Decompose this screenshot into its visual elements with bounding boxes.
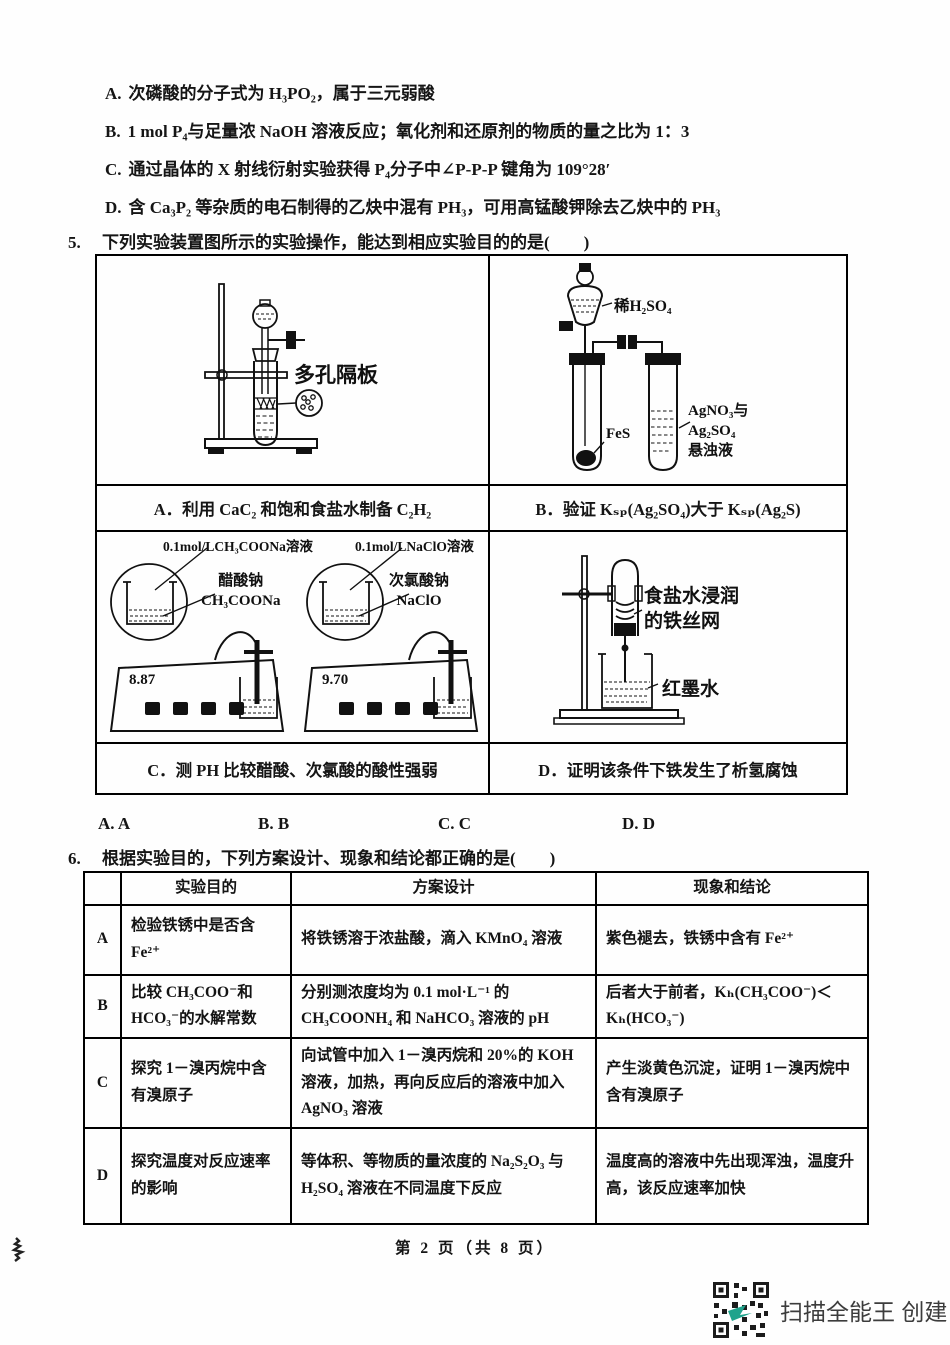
red-ink-label: 红墨水 xyxy=(662,679,720,700)
ph-meters-icon xyxy=(97,532,490,744)
option-text: 通过晶体的 X 射线衍射实验获得 P₄分子中∠P-P-P 键角为 109°28′ xyxy=(128,160,611,179)
gas-generator-icon xyxy=(490,256,846,486)
q5-stem: 5. 下列实验装置图所示的实验操作，能达到相应实验目的的是( ) xyxy=(68,228,589,253)
row-conclusion: 后者大于前者，Kₕ(CH₃COO⁻)＜Kₕ(HCO₃⁻) xyxy=(595,973,869,1039)
table-row: B 比较 CH₃COO⁻和 HCO₃⁻的水解常数 分别测浓度均为 0.1 mol… xyxy=(83,973,869,1039)
option-text: 含 Ca₃P₂ 等杂质的电石制得的乙炔中混有 PH₃，可用高锰酸钾除去乙炔中的 … xyxy=(128,198,721,217)
row-key: B xyxy=(83,973,122,1039)
apparatus-b-caption: B．验证 Kₛₚ(Ag₂SO₄)大于 Kₛₚ(Ag₂S) xyxy=(490,486,846,532)
apparatus-d-diagram: 食盐水浸润 的铁丝网 红墨水 xyxy=(490,532,846,744)
question-number: 5. xyxy=(68,233,81,252)
answer-choice-d: D. D xyxy=(622,814,656,833)
iron-mesh-label: 食盐水浸润 的铁丝网 xyxy=(644,586,740,633)
apparatus-c-diagram: 0.1mol/LCH₃COONa溶液 0.1mol/LNaClO溶液 醋酸钠 C… xyxy=(97,532,490,744)
apparatus-a-diagram: 多孔隔板 xyxy=(97,256,490,486)
apparatus-d-caption: D．证明该条件下铁发生了析氢腐蚀 xyxy=(490,744,846,793)
fes-label: FeS xyxy=(606,426,631,442)
table-row: C 探究 1－溴丙烷中含有溴原子 向试管中加入 1－溴丙烷和 20%的 KOH … xyxy=(83,1036,869,1129)
design-table: 实验目的 方案设计 现象和结论 A 检验铁锈中是否含 Fe²⁺ 将铁锈溶于浓盐酸… xyxy=(83,871,869,1225)
caption-text: D．证明该条件下铁发生了析氢腐蚀 xyxy=(538,760,798,780)
row-design: 分别测浓度均为 0.1 mol·L⁻¹ 的 CH₃COONH₄ 和 NaHCO₃… xyxy=(290,973,597,1039)
option-letter: C. xyxy=(105,160,122,179)
row-key: A xyxy=(83,903,122,976)
question-text: 根据实验目的，下列方案设计、现象和结论都正确的是( ) xyxy=(102,849,556,868)
row-key: D xyxy=(83,1126,122,1225)
sodium-acetate-label: 醋酸钠 CH₃COONa xyxy=(201,573,281,609)
q6-stem: 6. 根据实验目的，下列方案设计、现象和结论都正确的是( ) xyxy=(68,844,555,869)
option-letter: D. xyxy=(105,198,122,217)
acetate-solution-label: 0.1mol/LCH₃COONa溶液 xyxy=(163,539,313,554)
apparatus-b-diagram: 稀H₂SO₄ FeS AgNO₃与 Ag₂SO₄ 悬浊液 xyxy=(490,256,846,486)
header-purpose: 实验目的 xyxy=(120,871,292,906)
answer-choice-c: C. C xyxy=(438,814,472,833)
row-key: C xyxy=(83,1036,122,1129)
test-tube-stand-icon xyxy=(97,256,490,486)
apparatus-c-caption: C．测 PH 比较醋酸、次氯酸的酸性强弱 xyxy=(97,744,490,793)
option-letter: B. xyxy=(105,122,121,141)
apparatus-a-caption: A．利用 CaC₂ 和饱和食盐水制备 C₂H₂ xyxy=(97,486,490,532)
q4-option-c: C. 通过晶体的 X 射线衍射实验获得 P₄分子中∠P-P-P 键角为 109°2… xyxy=(105,155,610,180)
option-text: 1 mol P₄与足量浓 NaOH 溶液反应；氧化剂和还原剂的物质的量之比为 1… xyxy=(127,122,690,141)
ph-reading-left: 8.87 xyxy=(129,672,156,688)
scanner-watermark-text: 扫描全能王 创建 xyxy=(780,1299,948,1325)
page-footer: 第 2 页（共 8 页） xyxy=(394,1240,555,1257)
suspension-label: AgNO₃与 Ag₂SO₄ 悬浊液 xyxy=(688,403,749,459)
apparatus-table: 多孔隔板 xyxy=(95,254,848,795)
header-design: 方案设计 xyxy=(290,871,597,906)
row-conclusion: 紫色褪去，铁锈中含有 Fe²⁺ xyxy=(595,903,869,976)
q4-option-d: D. 含 Ca₃P₂ 等杂质的电石制得的乙炔中混有 PH₃，可用高锰酸钾除去乙炔中… xyxy=(105,193,720,218)
table-row: D 探究温度对反应速率的影响 等体积、等物质的量浓度的 Na₂S₂O₃ 与 H₂… xyxy=(83,1126,869,1225)
option-text: 次磷酸的分子式为 H₃PO₂，属于三元弱酸 xyxy=(128,84,435,103)
row-purpose: 探究 1－溴丙烷中含有溴原子 xyxy=(120,1036,292,1129)
question-number: 6. xyxy=(68,849,81,868)
caption-text: B．验证 Kₛₚ(Ag₂SO₄)大于 Kₛₚ(Ag₂S) xyxy=(535,500,801,519)
row-design: 等体积、等物质的量浓度的 Na₂S₂O₃ 与 H₂SO₄ 溶液在不同温度下反应 xyxy=(290,1126,597,1225)
row-purpose: 检验铁锈中是否含 Fe²⁺ xyxy=(120,903,292,976)
qr-code-icon xyxy=(712,1281,770,1339)
edge-artifact xyxy=(10,1237,26,1263)
answer-choice-a: A. A xyxy=(98,814,131,833)
sodium-hypochlorite-label: 次氯酸钠 NaClO xyxy=(389,573,450,609)
caption-text: A．利用 CaC₂ 和饱和食盐水制备 C₂H₂ xyxy=(153,500,432,519)
row-design: 向试管中加入 1－溴丙烷和 20%的 KOH 溶液，加热，再向反应后的溶液中加入… xyxy=(290,1036,597,1129)
row-design: 将铁锈溶于浓盐酸，滴入 KMnO₄ 溶液 xyxy=(290,903,597,976)
iron-corrosion-icon xyxy=(490,532,846,744)
dilute-acid-label: 稀H₂SO₄ xyxy=(614,298,672,315)
question-text: 下列实验装置图所示的实验操作，能达到相应实验目的的是( ) xyxy=(102,233,590,252)
table-header-row: 实验目的 方案设计 现象和结论 xyxy=(83,871,869,906)
porous-plate-label: 多孔隔板 xyxy=(294,363,378,387)
row-purpose: 比较 CH₃COO⁻和 HCO₃⁻的水解常数 xyxy=(120,973,292,1039)
header-empty xyxy=(83,871,122,906)
caption-text: C．测 PH 比较醋酸、次氯酸的酸性强弱 xyxy=(147,760,438,780)
option-letter: A. xyxy=(105,84,122,103)
ph-reading-right: 9.70 xyxy=(322,672,349,688)
row-conclusion: 产生淡黄色沉淀，证明 1－溴丙烷中含有溴原子 xyxy=(595,1036,869,1129)
table-row: A 检验铁锈中是否含 Fe²⁺ 将铁锈溶于浓盐酸，滴入 KMnO₄ 溶液 紫色褪… xyxy=(83,903,869,976)
q4-option-a: A. 次磷酸的分子式为 H₃PO₂，属于三元弱酸 xyxy=(105,79,435,104)
answer-choice-b: B. B xyxy=(258,814,290,833)
row-purpose: 探究温度对反应速率的影响 xyxy=(120,1126,292,1225)
header-conclusion: 现象和结论 xyxy=(595,871,869,906)
q4-option-b: B. 1 mol P₄与足量浓 NaOH 溶液反应；氧化剂和还原剂的物质的量之比为… xyxy=(105,117,689,142)
hypochlorite-solution-label: 0.1mol/LNaClO溶液 xyxy=(355,539,474,554)
row-conclusion: 温度高的溶液中先出现浑浊，温度升高，该反应速率加快 xyxy=(595,1126,869,1225)
